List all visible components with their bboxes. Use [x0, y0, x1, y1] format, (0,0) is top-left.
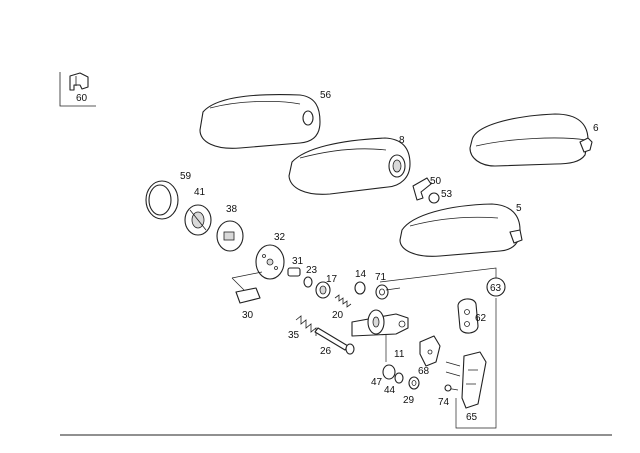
label-26: 26 [320, 346, 332, 357]
spring-20 [334, 294, 352, 308]
label-35: 35 [288, 330, 300, 341]
label-62: 62 [475, 313, 487, 324]
label-41: 41 [194, 187, 206, 198]
label-17: 17 [326, 274, 338, 285]
washer-71 [375, 284, 389, 300]
label-74: 74 [438, 397, 450, 408]
screws-74 [444, 361, 461, 392]
callout-63-circle [486, 277, 506, 297]
gear-38 [216, 220, 244, 252]
shaft-assembly-11 [351, 309, 409, 362]
armrest-56 [199, 94, 321, 149]
bracket-50 [412, 177, 432, 201]
screw-31 [287, 267, 301, 277]
inset-part-60 [59, 72, 96, 107]
cover-62 [457, 298, 479, 334]
washer-44 [394, 372, 404, 384]
block-30 [231, 271, 263, 304]
screw-53 [428, 192, 440, 204]
label-11: 11 [394, 349, 405, 360]
hub-41 [184, 204, 212, 236]
bracket-68 [419, 335, 441, 367]
label-53: 53 [441, 189, 453, 200]
label-32: 32 [274, 232, 286, 243]
label-56: 56 [320, 90, 332, 101]
nut-47 [382, 364, 396, 380]
label-68: 68 [418, 366, 430, 377]
label-20: 20 [332, 310, 344, 321]
label-44: 44 [384, 385, 396, 396]
label-65: 65 [466, 412, 478, 423]
spring-35 [295, 315, 317, 336]
label-8: 8 [399, 135, 405, 146]
label-6: 6 [593, 123, 599, 134]
bushing-17 [315, 281, 331, 299]
label-50: 50 [430, 176, 442, 187]
group-63-bracket [379, 267, 497, 350]
label-30: 30 [242, 310, 254, 321]
washer-29 [408, 376, 420, 390]
label-71: 71 [375, 272, 387, 283]
latch-65 [455, 350, 497, 429]
label-59: 59 [180, 171, 192, 182]
label-31: 31 [292, 256, 304, 267]
label-23: 23 [306, 265, 318, 276]
clip-23 [303, 276, 313, 288]
label-60: 60 [76, 93, 88, 104]
label-14: 14 [355, 269, 367, 280]
ring-59 [145, 180, 179, 220]
armrest-lid-6 [469, 113, 593, 167]
label-63: 63 [490, 283, 502, 294]
armrest-5 [399, 203, 523, 257]
pin-26 [314, 327, 355, 355]
armrest-8 [288, 137, 411, 195]
washer-14 [354, 281, 366, 295]
disk-32 [255, 244, 285, 280]
label-5: 5 [516, 203, 522, 214]
label-38: 38 [226, 204, 238, 215]
label-47: 47 [371, 377, 383, 388]
label-29: 29 [403, 395, 415, 406]
